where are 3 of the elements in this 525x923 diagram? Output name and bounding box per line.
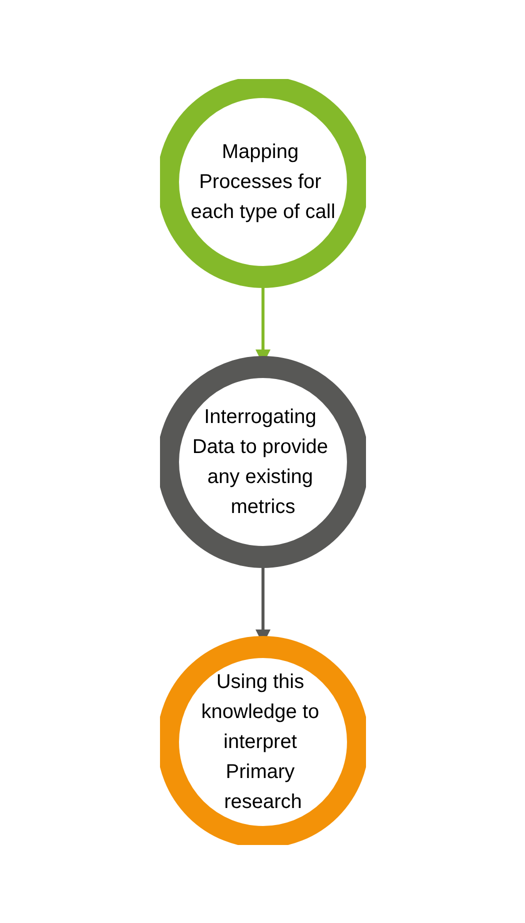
node-circle: Mapping Processes for each type of call [160, 78, 366, 288]
node-circle: Interrogating Data to provide any existing metrics [160, 356, 366, 568]
node-circle: Using this knowledge to interpret Primary research [160, 636, 366, 844]
